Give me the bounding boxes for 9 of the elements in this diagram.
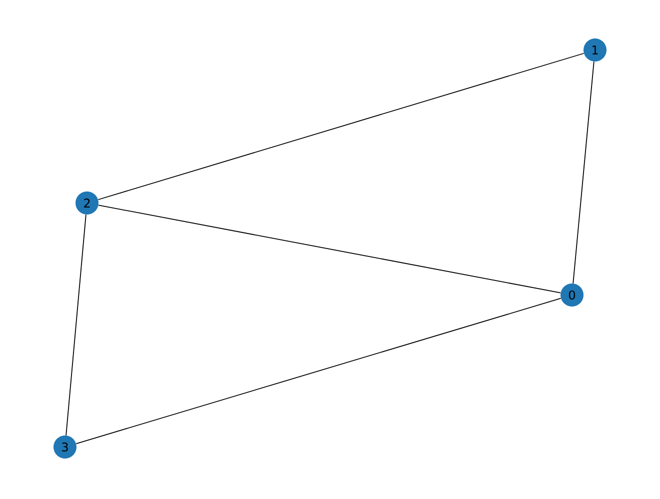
graph-node: 0 [560, 284, 584, 306]
edge-line [98, 52, 584, 200]
edge-line [76, 298, 562, 444]
graph-node: 1 [584, 38, 606, 62]
edge-line [66, 214, 86, 436]
edge-line [572, 61, 594, 284]
graph-node: 3 [54, 436, 76, 458]
edge-line [98, 204, 561, 294]
graph-node: 2 [76, 192, 98, 214]
